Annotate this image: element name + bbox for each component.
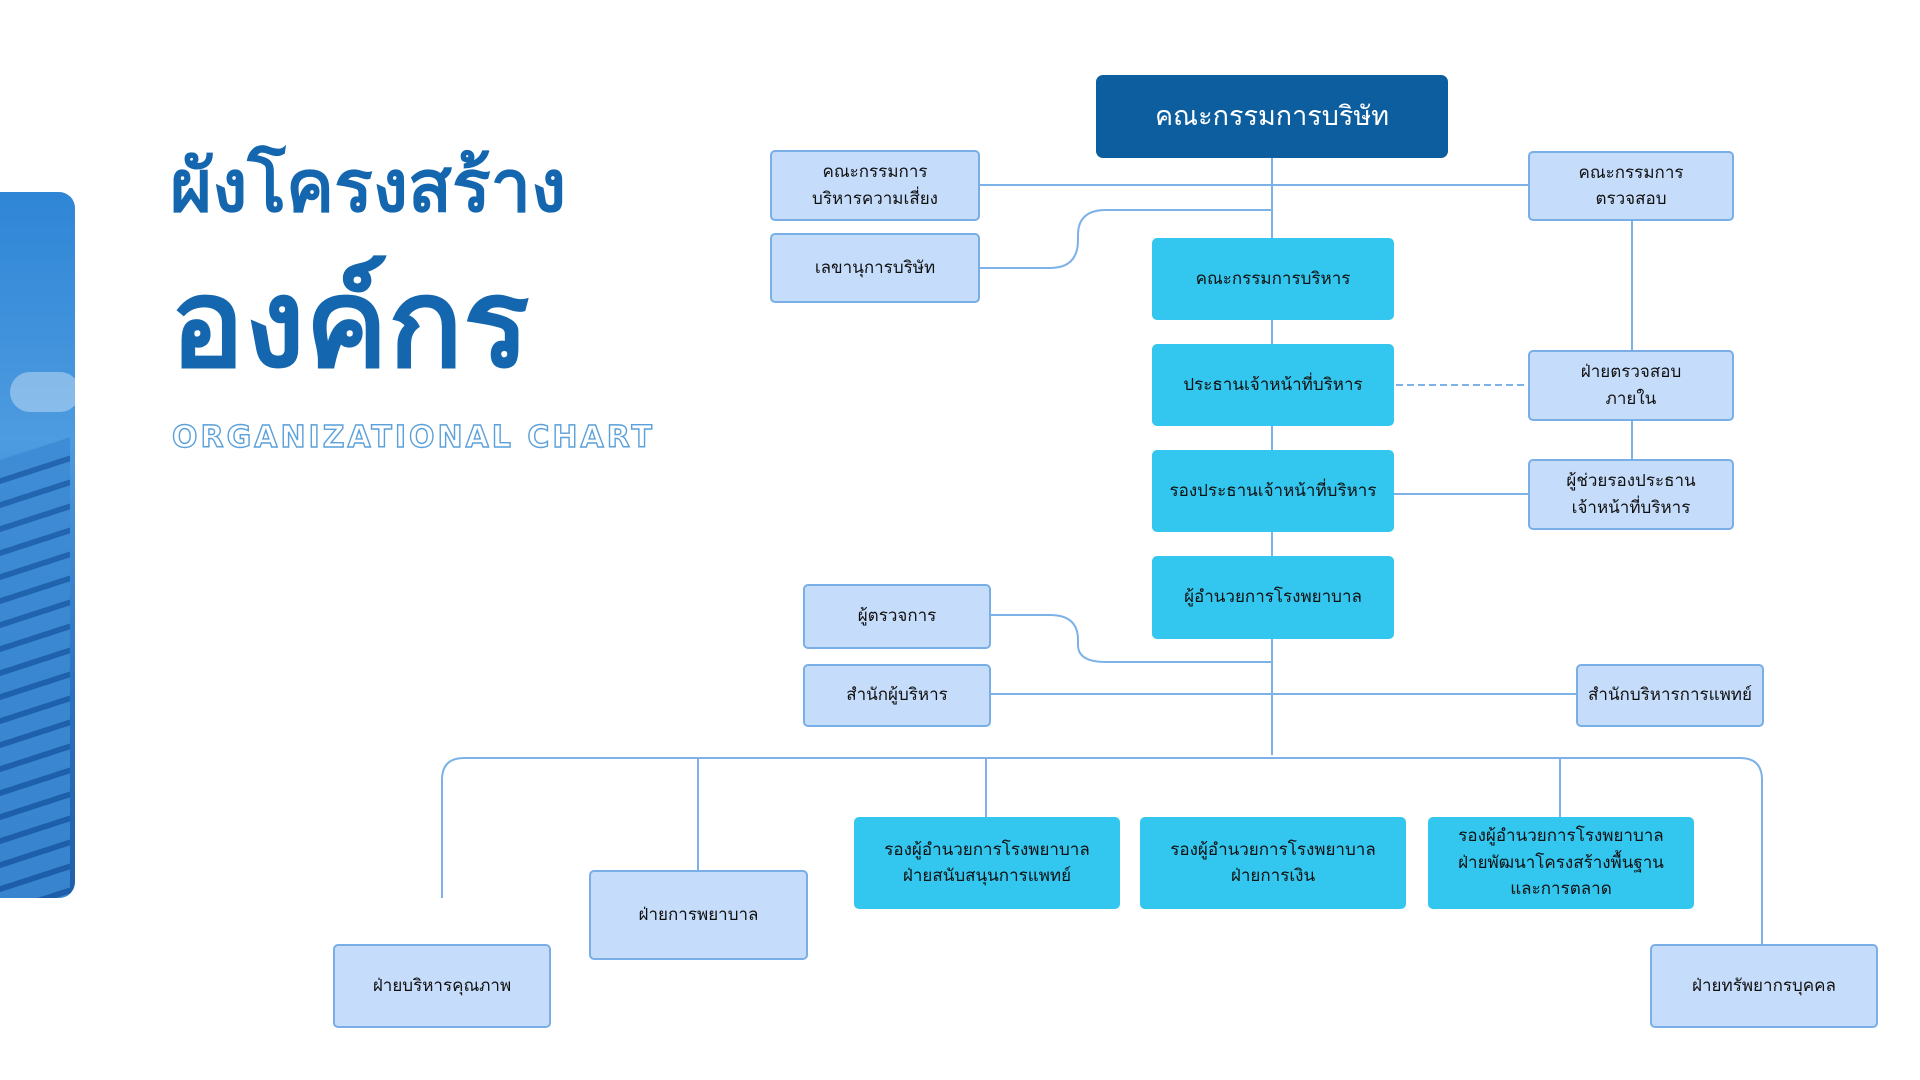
inspector-connector [989,614,1272,663]
node-human-resources: ฝ่ายทรัพยากรบุคคล [1650,944,1878,1028]
node-deputy-ceo: รองประธานเจ้าหน้าที่บริหาร [1152,450,1394,532]
departments-bus [441,757,1763,945]
page-title-line2: องค์กร [170,252,530,396]
node-executive-committee: คณะกรรมการบริหาร [1152,238,1394,320]
node-hospital-director: ผู้อำนวยการโรงพยาบาล [1152,556,1394,639]
node-inspector: ผู้ตรวจการ [803,584,991,649]
node-internal-audit: ฝ่ายตรวจสอบ ภายใน [1528,350,1734,421]
node-medical-administration-office: สำนักบริหารการแพทย์ [1576,664,1764,727]
node-executive-office: สำนักผู้บริหาร [803,664,991,727]
page-subtitle: ORGANIZATIONAL CHART [171,419,655,455]
node-quality-management: ฝ่ายบริหารคุณภาพ [333,944,551,1028]
page-title-line1: ผังโครงสร้าง [170,144,567,228]
node-assistant-deputy-ceo: ผู้ช่วยรองประธาน เจ้าหน้าที่บริหาร [1528,459,1734,530]
node-ceo: ประธานเจ้าหน้าที่บริหาร [1152,344,1394,426]
node-board-of-directors: คณะกรรมการบริษัท [1096,75,1448,158]
node-audit-committee: คณะกรรมการ ตรวจสอบ [1528,151,1734,221]
building-photo [0,192,75,898]
secretary-connector [980,209,1272,269]
cloud-shape [10,372,75,412]
node-company-secretary: เลขานุการบริษัท [770,233,980,303]
node-nursing-department: ฝ่ายการพยาบาล [589,870,808,960]
node-risk-committee: คณะกรรมการ บริหารความเสี่ยง [770,150,980,221]
node-deputy-director-infrastructure-marketing: รองผู้อำนวยการโรงพยาบาล ฝ่ายพัฒนาโครงสร้… [1428,817,1694,909]
node-deputy-director-finance: รองผู้อำนวยการโรงพยาบาล ฝ่ายการเงิน [1140,817,1406,909]
node-deputy-director-medical-support: รองผู้อำนวยการโรงพยาบาล ฝ่ายสนับสนุนการแ… [854,817,1120,909]
